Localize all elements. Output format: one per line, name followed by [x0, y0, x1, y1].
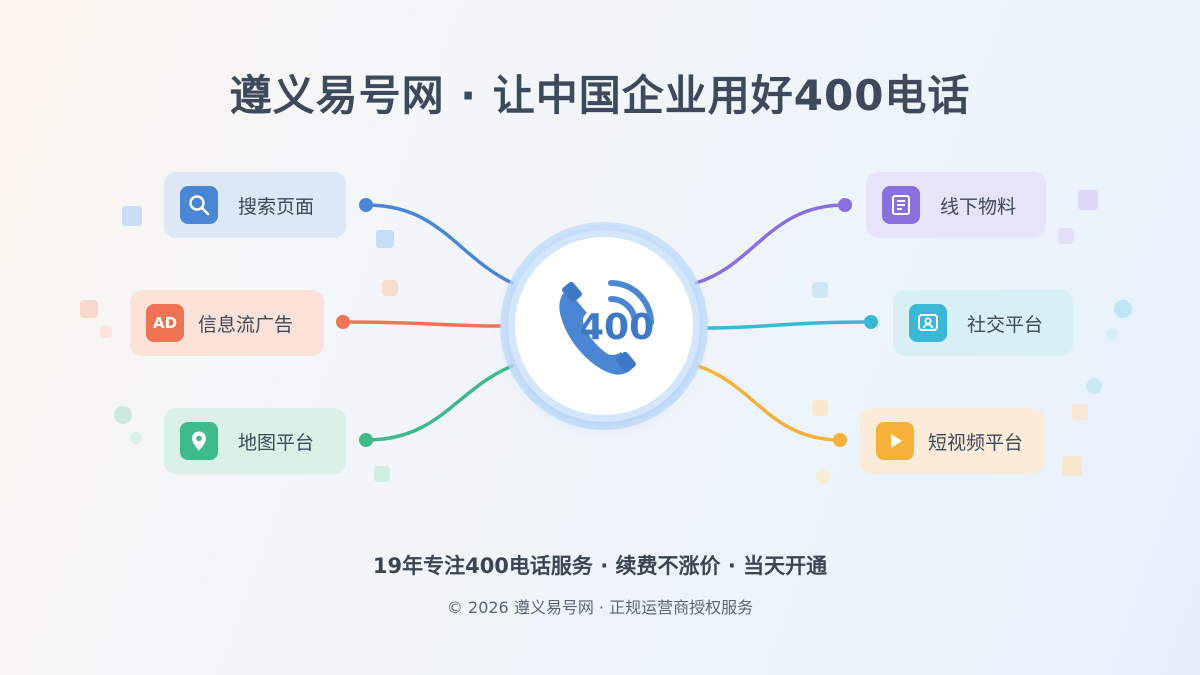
link-map	[364, 364, 514, 442]
document-icon	[882, 186, 920, 224]
decor-circle	[114, 406, 132, 424]
node-offline-materials: 线下物料	[866, 172, 1046, 238]
decor-square	[100, 326, 112, 338]
decor-square	[1072, 404, 1088, 420]
link-video-dot	[833, 433, 847, 447]
link-print	[694, 203, 847, 285]
decor-square	[122, 206, 142, 226]
tagline: 19年专注400电话服务 · 续费不涨价 · 当天开通	[372, 554, 828, 578]
node-search-page: 搜索页面	[164, 172, 346, 238]
footer-copyright: © 2026 遵义易号网 · 正规运营商授权服务	[446, 598, 754, 617]
decor-square	[812, 282, 828, 298]
decor-square	[382, 280, 398, 296]
ad-icon: AD	[146, 304, 184, 342]
node-label: 搜索页面	[238, 195, 315, 218]
node-label: 信息流广告	[198, 313, 294, 336]
decor-circle	[1086, 378, 1102, 394]
link-ad	[341, 320, 502, 328]
play-icon	[876, 422, 914, 460]
social-icon	[909, 304, 947, 342]
decor-square	[374, 466, 390, 482]
decor-circle	[1114, 300, 1132, 318]
decor-circle	[130, 432, 142, 444]
node-label: 短视频平台	[928, 431, 1024, 454]
link-ad-dot	[336, 315, 350, 329]
decor-circle	[1106, 328, 1118, 340]
node-short-video-platform: 短视频平台	[860, 408, 1044, 474]
hub-label: 400	[579, 307, 655, 348]
node-label: 地图平台	[238, 431, 315, 454]
decor-square	[1058, 228, 1074, 244]
decor-circle	[816, 470, 830, 484]
node-map-platform: 地图平台	[164, 408, 346, 474]
node-label: 社交平台	[967, 313, 1044, 336]
page-title: 遵义易号网 · 让中国企业用好400电话	[229, 71, 971, 120]
link-map-dot	[359, 433, 373, 447]
link-print-dot	[838, 198, 852, 212]
link-search-dot	[359, 198, 373, 212]
search-icon	[180, 186, 218, 224]
link-social	[706, 320, 873, 330]
phone-icon	[559, 280, 654, 375]
decor-square	[812, 400, 828, 416]
decor-square	[80, 300, 98, 318]
link-search	[364, 203, 514, 285]
node-feed-ads: AD 信息流广告	[130, 290, 324, 356]
hub-400: 400	[515, 237, 693, 415]
decor-square	[1062, 456, 1082, 476]
map-pin-icon	[180, 422, 218, 460]
node-social-platform: 社交平台	[893, 290, 1073, 356]
link-social-dot	[864, 315, 878, 329]
decor-square	[376, 230, 394, 248]
decor-square	[1078, 190, 1098, 210]
node-label: 线下物料	[940, 195, 1017, 218]
link-video	[696, 364, 842, 442]
